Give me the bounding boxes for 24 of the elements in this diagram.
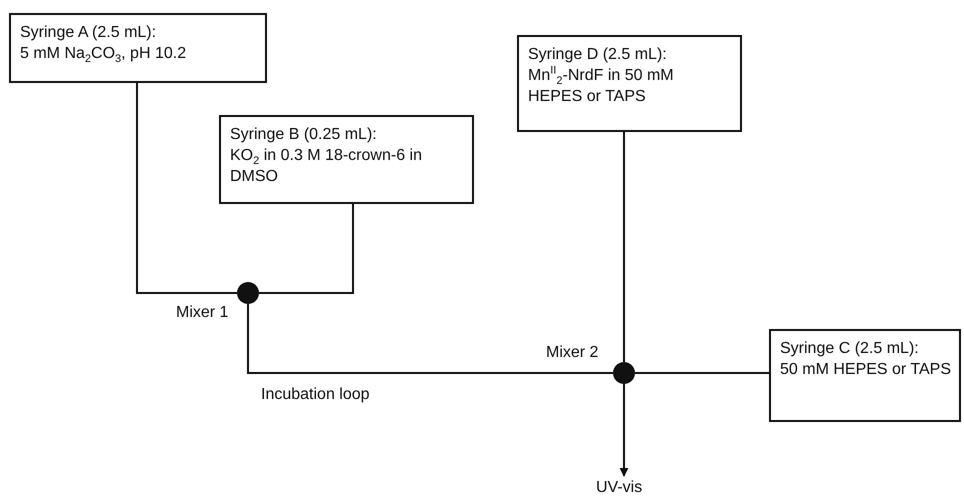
tube-line bbox=[247, 304, 613, 374]
syringe-heading: Syringe C (2.5 mL): bbox=[780, 339, 920, 359]
tube-line bbox=[623, 132, 625, 362]
syringe-contents: KO$_{2}$ in 0.3 M 18-crown-6 in DMSO bbox=[230, 146, 423, 187]
syringe-box bbox=[769, 329, 961, 422]
syringe-box bbox=[219, 115, 474, 204]
syringe-box bbox=[9, 13, 267, 83]
mixer-label: Mixer 1 bbox=[176, 303, 228, 323]
mixer-dot bbox=[613, 362, 635, 384]
syringe-heading: Syringe B (0.25 mL): bbox=[230, 125, 378, 145]
tube-line bbox=[136, 83, 237, 294]
tube-line bbox=[635, 372, 769, 374]
tube-line bbox=[259, 204, 354, 294]
mixer-dot bbox=[237, 282, 259, 304]
mixer-label: Mixer 2 bbox=[546, 343, 598, 363]
arrow bbox=[620, 384, 628, 477]
syringe-contents: 50 mM HEPES or TAPS bbox=[780, 360, 951, 380]
syringe-box bbox=[517, 35, 742, 132]
syringe-heading: Syringe D (2.5 mL): bbox=[528, 45, 668, 65]
syringe-contents: 5 mM Na$_{2}$CO$_{3}$, pH 10.2 bbox=[20, 44, 188, 64]
syringe-contents: Mn$^{II}$$_{2}$-NrdF in 50 mM HEPES or TAPS bbox=[528, 65, 675, 107]
edge-label: Incubation loop bbox=[259, 385, 372, 405]
output-label: UV-vis bbox=[596, 478, 642, 498]
syringe-heading: Syringe A (2.5 mL): bbox=[20, 23, 158, 43]
